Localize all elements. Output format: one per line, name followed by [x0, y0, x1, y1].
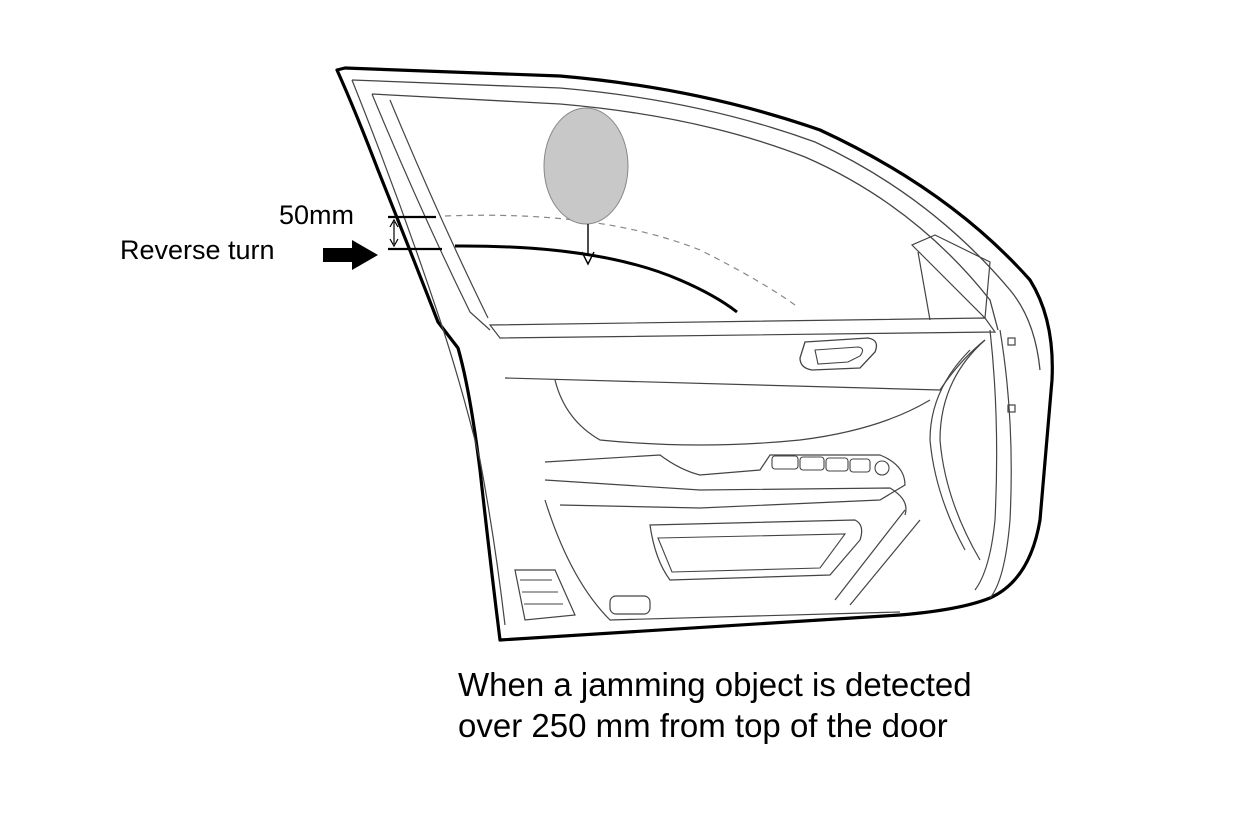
speaker-grille — [514, 569, 576, 621]
window-switch-3 — [825, 457, 849, 472]
dimension-arrow-head-down — [389, 238, 399, 248]
lower-reflector — [609, 595, 651, 615]
dimension-arrow-head-up — [389, 218, 399, 228]
gap-label: 50mm — [279, 200, 355, 230]
beltline — [488, 317, 997, 339]
window-frame-inner — [371, 93, 999, 331]
reverse-turn-label: Reverse turn — [120, 235, 275, 265]
door-rear-edge — [989, 329, 1012, 599]
door-outer-outline — [335, 66, 1054, 642]
trim-lower-diagonal — [834, 509, 921, 606]
trim-lower-line — [544, 499, 901, 621]
trim-rear-curve-inner — [929, 349, 971, 551]
window-switch-2 — [799, 456, 825, 471]
window-closed-edge-dashed — [444, 214, 796, 306]
door-pocket — [649, 519, 863, 581]
speaker-grille-slats — [520, 579, 563, 605]
door-rear-edge-inner — [974, 329, 998, 591]
door-latch-upper — [1007, 337, 1016, 346]
window-switch-4 — [849, 458, 871, 473]
trim-upper-panel — [504, 339, 986, 391]
armrest — [544, 454, 906, 509]
inner-door-handle — [799, 337, 878, 371]
caption-line-1: When a jamming object is detected — [458, 666, 972, 703]
jamming-arrow-head — [581, 251, 595, 266]
window-frame-pillar-inner — [371, 93, 491, 331]
window-switch-1 — [771, 455, 799, 470]
trim-armrest-top — [554, 379, 931, 446]
armrest-lower — [544, 479, 907, 516]
reverse-turn-arrow — [323, 240, 378, 270]
door-pocket-inner — [657, 533, 847, 573]
caption-line-2: over 250 mm from top of the door — [458, 707, 948, 744]
window-glass-edge — [454, 244, 738, 314]
mirror-sail — [910, 234, 991, 320]
window-frame-pillar-inner2 — [389, 99, 489, 319]
mirror-switch — [874, 460, 890, 476]
jamming-object — [543, 107, 629, 225]
trim-rear-curve — [939, 339, 986, 561]
door-latch-lower — [1007, 404, 1016, 413]
inner-door-handle-lever — [814, 346, 864, 365]
window-frame-outer — [351, 79, 1041, 371]
caption: When a jamming object is detected over 2… — [458, 664, 972, 746]
mirror-sail-inner — [917, 251, 931, 321]
window-frame-pillar — [351, 79, 506, 626]
